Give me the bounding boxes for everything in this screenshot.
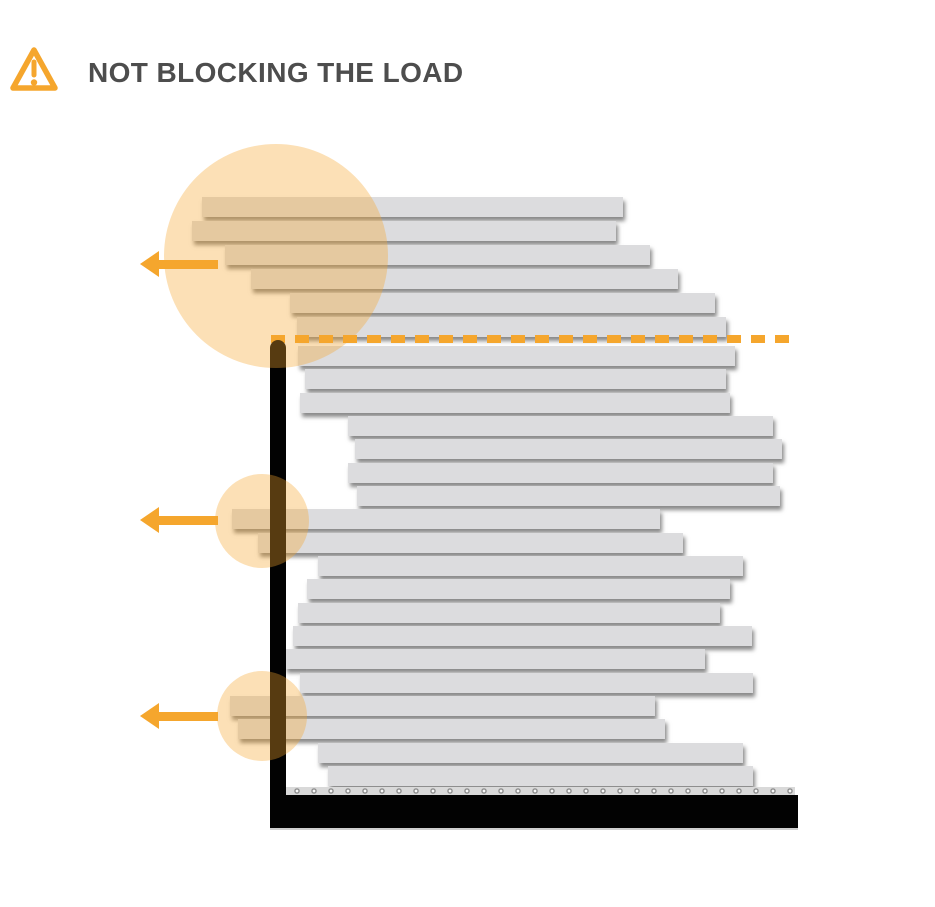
roller-strip — [272, 787, 795, 795]
plank — [192, 221, 616, 241]
left-arrow — [140, 703, 218, 729]
highlight-circle — [164, 144, 388, 368]
left-arrow — [140, 507, 218, 533]
plank — [328, 766, 753, 786]
plank — [307, 579, 730, 599]
plank — [293, 626, 752, 646]
plank — [232, 509, 660, 529]
plank — [300, 673, 753, 693]
plank — [202, 197, 623, 217]
header: NOT BLOCKING THE LOAD — [0, 0, 935, 120]
warning-triangle-icon — [8, 45, 60, 95]
plank — [355, 439, 782, 459]
arrow-head-icon — [140, 251, 159, 277]
highlight-circle — [215, 474, 309, 568]
arrow-head-icon — [140, 703, 159, 729]
plank — [230, 696, 655, 716]
plank — [290, 293, 715, 313]
plank — [298, 603, 720, 623]
plank — [225, 245, 650, 265]
plank — [305, 369, 726, 389]
plank — [251, 269, 678, 289]
plank — [318, 743, 743, 763]
page-title: NOT BLOCKING THE LOAD — [88, 57, 464, 88]
plank — [318, 556, 743, 576]
plank — [348, 416, 773, 436]
arrow-shaft — [159, 259, 218, 269]
plank — [258, 533, 683, 553]
arrow-head-icon — [140, 507, 159, 533]
arrow-shaft — [159, 711, 218, 721]
plank — [357, 486, 780, 506]
arrow-shaft — [159, 515, 218, 525]
plank — [238, 719, 665, 739]
plank — [297, 317, 726, 337]
upright-post — [270, 340, 286, 795]
plank — [300, 393, 730, 413]
highlight-circle — [217, 671, 307, 761]
limit-dashed-line — [271, 335, 797, 343]
deck-floor — [270, 795, 798, 828]
plank — [285, 649, 705, 669]
plank — [298, 346, 735, 366]
plank — [348, 463, 773, 483]
left-arrow — [140, 251, 218, 277]
